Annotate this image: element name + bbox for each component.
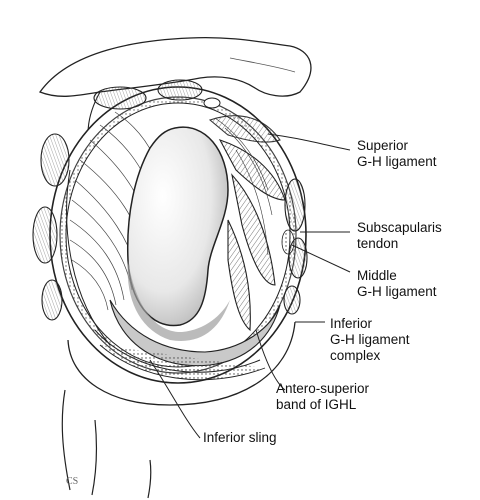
label-inferior-gh-ligament-complex: Inferior G-H ligament complex	[330, 316, 410, 363]
label-inferior-complex-line1: Inferior	[330, 316, 373, 331]
label-middle-gh-line1: Middle	[357, 268, 397, 283]
gh-ligament-bands	[208, 115, 286, 332]
rotator-cuff-muscles	[32, 79, 308, 321]
label-middle-gh-ligament: Middle G-H ligament	[357, 268, 437, 299]
label-inferior-sling: Inferior sling	[203, 430, 277, 445]
label-subscapularis-line1: Subscapularis	[357, 220, 442, 235]
label-inferior-complex-line3: complex	[330, 348, 381, 363]
humeral-head	[126, 126, 229, 327]
label-inferior-complex-line2: G-H ligament	[330, 332, 410, 347]
label-middle-gh-line2: G-H ligament	[357, 284, 437, 299]
label-subscapularis-tendon: Subscapularis tendon	[357, 220, 442, 251]
label-superior-gh-ligament: Superior G-H ligament	[357, 138, 437, 169]
artist-signature: CS	[66, 476, 78, 487]
label-antero-superior-line2: band of IGHL	[276, 397, 357, 412]
humerus-outline	[61, 389, 152, 499]
label-superior-gh-line2: G-H ligament	[357, 154, 437, 169]
label-subscapularis-line2: tendon	[357, 236, 398, 251]
label-antero-superior-band: Antero-superior band of IGHL	[276, 381, 370, 412]
label-antero-superior-line1: Antero-superior	[276, 381, 370, 396]
label-inferior-sling-line1: Inferior sling	[203, 430, 277, 445]
ighl-complex-bracket	[67, 321, 296, 406]
leader-lines	[149, 133, 351, 439]
label-superior-gh-line1: Superior	[357, 138, 409, 153]
